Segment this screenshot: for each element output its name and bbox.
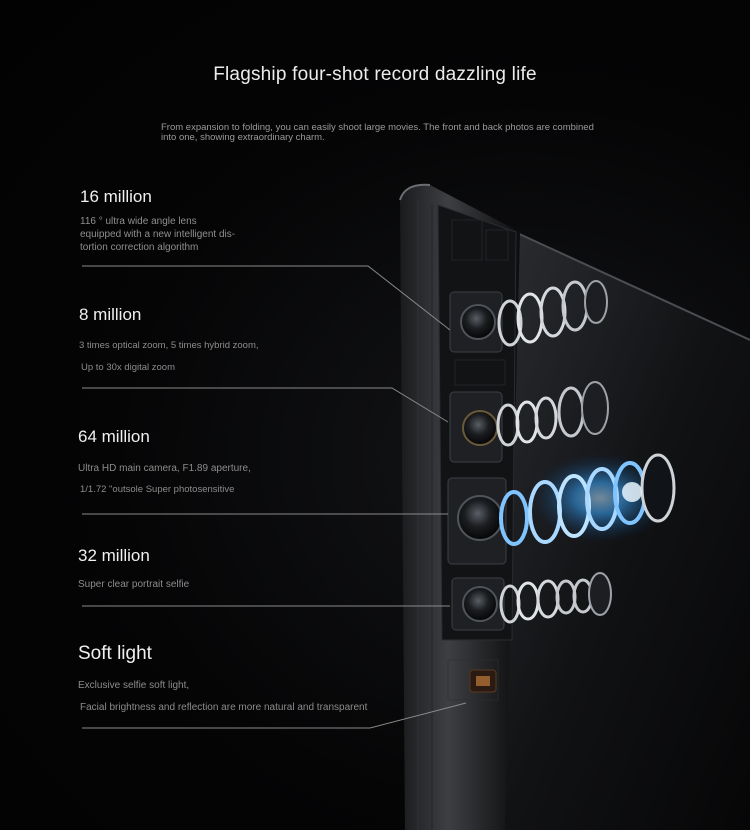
feature-heading: 64 million [78, 427, 150, 446]
lens-stack-4 [499, 572, 612, 624]
feature-heading: 8 million [79, 305, 142, 324]
feature-heading: 16 million [80, 187, 152, 206]
feature-heading: 32 million [78, 546, 150, 565]
feature-line: 3 times optical zoom, 5 times hybrid zoo… [79, 340, 259, 351]
feature-line: Super clear portrait selfie [78, 579, 190, 590]
feature-32mp: 32 million Super clear portrait selfie [78, 546, 189, 591]
lens-stack-1 [497, 280, 608, 347]
feature-line: 1/1.72 "outsole Super photosensitive [80, 484, 235, 495]
feature-line: tortion correction algorithm [80, 242, 199, 253]
feature-line: Ultra HD main camera, F1.89 aperture, [78, 463, 251, 474]
lens-stack-3 [499, 453, 676, 546]
feature-description: Exclusive selfie soft light, Facial brig… [78, 679, 367, 714]
feature-line: Exclusive selfie soft light, [78, 680, 190, 691]
feature-line: Up to 30x digital zoom [81, 362, 175, 373]
leader-lines [82, 265, 467, 729]
lens-stack-2 [496, 381, 609, 447]
feature-line: Facial brightness and reflection are mor… [80, 702, 368, 713]
feature-soft-light: Soft light Exclusive selfie soft light, … [78, 643, 367, 714]
feature-description: Super clear portrait selfie [78, 578, 189, 591]
feature-description: Ultra HD main camera, F1.89 aperture, 1/… [78, 462, 251, 496]
page-subtitle: From expansion to folding, you can easil… [161, 122, 594, 143]
feature-16mp: 16 million 116 ° ultra wide angle lens e… [80, 187, 235, 254]
feature-line: 116 ° ultra wide angle lens [80, 216, 197, 227]
feature-line: equipped with a new intelligent dis- [80, 229, 236, 240]
feature-64mp: 64 million Ultra HD main camera, F1.89 a… [78, 427, 251, 496]
feature-8mp: 8 million 3 times optical zoom, 5 times … [79, 305, 259, 374]
feature-heading: Soft light [78, 643, 152, 664]
feature-description: 116 ° ultra wide angle lens equipped wit… [80, 215, 235, 254]
page-title: Flagship four-shot record dazzling life [213, 64, 537, 85]
feature-description: 3 times optical zoom, 5 times hybrid zoo… [79, 339, 259, 374]
